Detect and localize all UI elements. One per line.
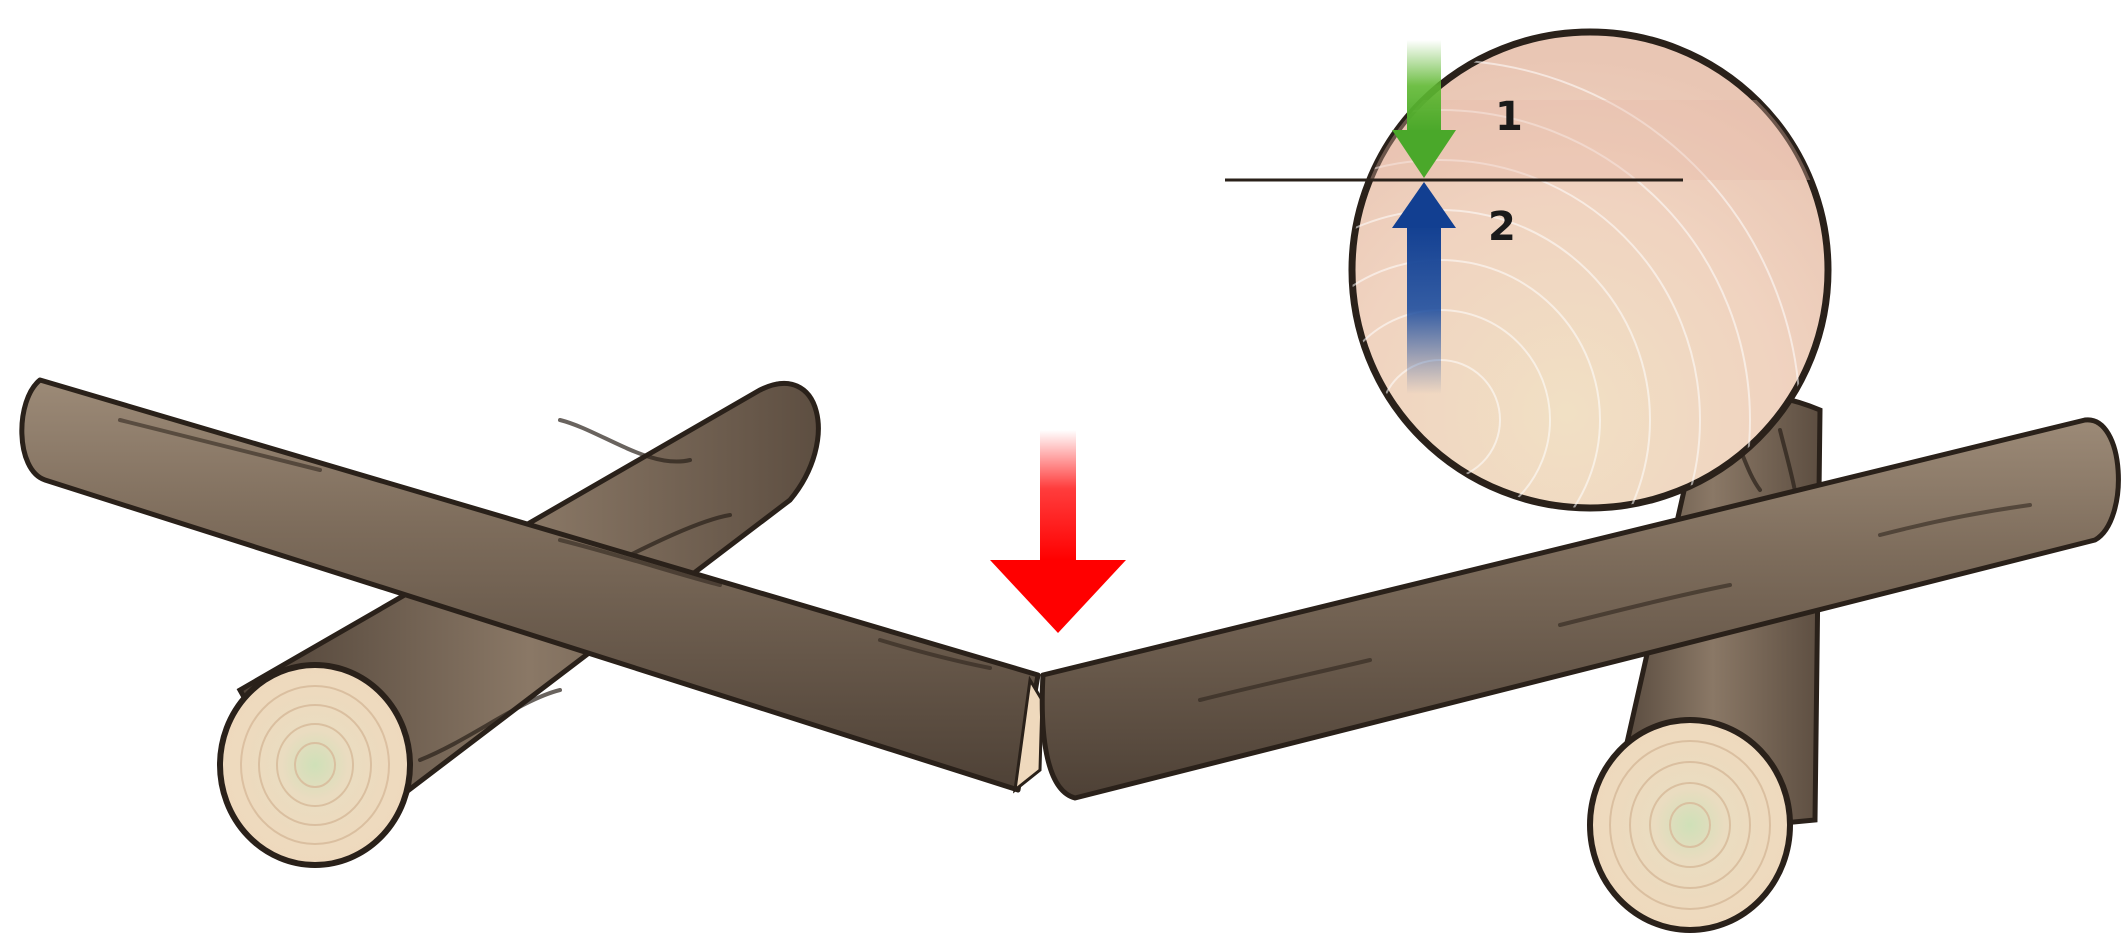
load-arrow bbox=[990, 430, 1126, 633]
right-support-end-grain bbox=[1590, 720, 1790, 930]
label-2: 2 bbox=[1488, 204, 1516, 250]
left-main-log-half bbox=[22, 380, 1042, 790]
label-1: 1 bbox=[1495, 94, 1523, 140]
left-support-end-grain bbox=[220, 665, 410, 865]
